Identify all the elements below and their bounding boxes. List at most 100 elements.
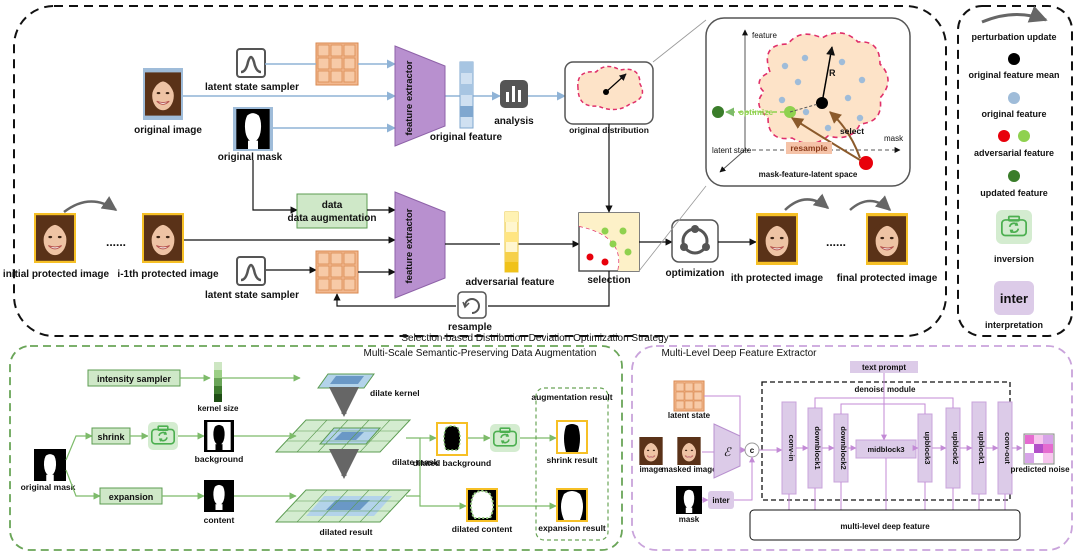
original-image-label: original image <box>134 125 202 136</box>
feature-extractor-bottom: feature extractor <box>394 191 446 299</box>
ellipsis-right: ...... <box>826 235 846 249</box>
upblock-3-label: upblock3 <box>923 432 932 465</box>
shrink-label: shrink <box>97 432 125 442</box>
latent-axis-label: latent state <box>712 146 752 155</box>
text-prompt-label: text prompt <box>862 363 906 372</box>
feature-axis-label: feature <box>752 31 777 40</box>
i-1-protected-image <box>142 213 184 263</box>
dilate-kernel-grid <box>317 373 375 389</box>
kernel-size-bar <box>214 362 222 402</box>
denoise-module-label: denoise module <box>855 385 916 394</box>
legend-updated-dot <box>1008 170 1020 182</box>
resample-icon <box>457 291 487 319</box>
kernel-size-label: kernel size <box>198 404 239 413</box>
data-augmentation-box: data <box>296 193 368 229</box>
legend-inter-text: inter <box>1000 291 1028 306</box>
svg-text:data: data <box>322 200 343 211</box>
shrink-result-label: shrink result <box>546 455 597 465</box>
select-label: select <box>840 126 864 136</box>
concat-symbol: c <box>750 446 755 455</box>
legend-perturbation-update: perturbation update <box>972 32 1057 42</box>
resample-tag <box>786 142 832 154</box>
final-protected-image-label: final protected image <box>837 273 938 284</box>
legend-red-dot <box>998 130 1010 142</box>
extractor-image <box>639 437 663 465</box>
top-frame <box>13 5 947 337</box>
text-prompt-box <box>850 361 918 373</box>
bell-curve-icon <box>236 48 266 78</box>
augmentation-result-frame <box>535 387 609 541</box>
latent-state-sampler-bottom-label: latent state sampler <box>205 290 299 301</box>
expansion-result <box>556 488 588 522</box>
optimization-icon <box>671 219 719 263</box>
latent-grid-top <box>315 42 359 86</box>
extractor-frame <box>631 345 1073 551</box>
extractor-mask-label: mask <box>679 515 700 524</box>
dilated-result-label: dilated result <box>320 527 373 537</box>
original-feature-column <box>459 61 474 129</box>
aug-original-mask-label: original mask <box>21 482 76 492</box>
legend-original-feature-mean: original feature mean <box>968 70 1059 80</box>
data-augmentation-label: data augmentation <box>288 213 377 224</box>
i-1-protected-image-label: i-1th protected image <box>117 269 219 280</box>
midblock-label: midblock3 <box>867 445 904 454</box>
original-image <box>143 68 183 120</box>
optimization-label: optimization <box>666 268 725 279</box>
selection-box <box>578 212 640 272</box>
latent-state-sampler-label: latent state sampler <box>205 82 299 93</box>
bell-curve-icon-bottom <box>236 256 266 286</box>
final-protected-image <box>866 213 908 265</box>
optimize-label: optimize <box>739 107 774 117</box>
extractor-masked-image-label: masked image <box>661 465 717 474</box>
legend-original-dot <box>1008 92 1020 104</box>
dilated-background-label: dilated background <box>413 458 491 468</box>
resample-label: resample <box>448 322 492 333</box>
legend-inversion: inversion <box>994 254 1034 264</box>
legend-interpretation: interpretation <box>985 320 1043 330</box>
dilated-result-grid <box>274 489 412 523</box>
initial-protected-image <box>34 213 76 263</box>
extractor-latent-label: latent state <box>668 411 711 420</box>
adversarial-feature-label: adversarial feature <box>466 277 555 288</box>
perturbation-arrow-icon <box>981 5 1048 24</box>
ith-protected-image-label: ith protected image <box>731 273 824 284</box>
analysis-label: analysis <box>494 116 534 127</box>
extractor-inter-box <box>708 491 734 509</box>
extractor-mask <box>676 486 702 514</box>
upblock-1-label: upblock1 <box>977 432 986 465</box>
mask-feature-latent-space-inset <box>705 17 911 187</box>
content-label: content <box>204 515 235 525</box>
dilated-content-label: dilated content <box>452 524 513 534</box>
legend-updated-feature: updated feature <box>980 188 1048 198</box>
intensity-sampler-label: intensity sampler <box>97 374 172 384</box>
content-mask <box>204 480 234 512</box>
dilated-content-mask <box>466 488 498 522</box>
legend-frame <box>957 5 1073 337</box>
ith-protected-image <box>756 213 798 265</box>
background-mask <box>204 420 234 452</box>
legend-adversarial-feature: adversarial feature <box>974 148 1054 158</box>
predicted-noise-grid <box>1023 433 1055 465</box>
original-feature-label: original feature <box>430 132 503 143</box>
original-feature-points <box>778 54 866 132</box>
dilate-mask-label: dilate mask <box>392 457 439 467</box>
space-label: mask-feature-latent space <box>759 170 858 179</box>
resampled-adversarial-point <box>859 156 873 170</box>
expansion-label: expansion <box>109 492 154 502</box>
downblock-2-label: downblock2 <box>839 426 848 469</box>
feature-extractor-top: feature extractor <box>394 45 446 147</box>
extractor-image-label: image <box>639 465 663 474</box>
dilate-mask-grid <box>274 419 412 453</box>
extractor-title: Multi-Level Deep Feature Extractor <box>661 348 817 359</box>
background-label: background <box>195 454 244 464</box>
original-distribution-box <box>564 61 654 125</box>
downblock-1-label: downblock1 <box>813 426 822 469</box>
extractor-latent-grid <box>673 380 705 412</box>
svg-text:feature extractor: feature extractor <box>404 208 415 283</box>
shrink-result <box>556 420 588 454</box>
mask-axis-label: mask <box>884 134 904 143</box>
resample-tag-label: resample <box>790 143 828 153</box>
dilate-kernel-label: dilate kernel <box>370 388 420 398</box>
initial-protected-image-label: initial protected image <box>3 269 110 280</box>
extractor-inter-label: inter <box>712 496 729 505</box>
